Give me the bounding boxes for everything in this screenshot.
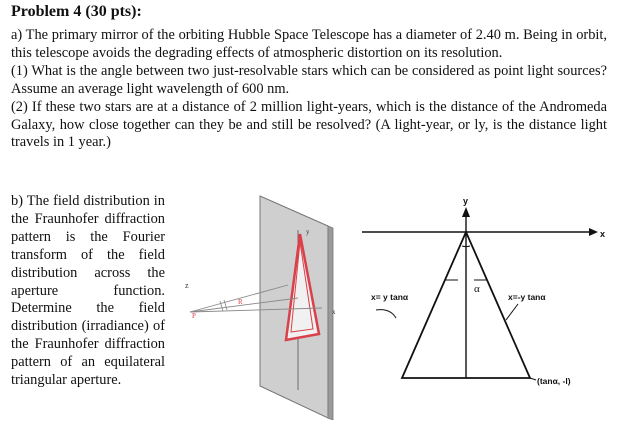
diffraction-figures: z P R y x α y x x= y tanα x=-y tanα (tan… xyxy=(185,195,605,420)
screen-edge xyxy=(327,225,334,420)
ray-r xyxy=(189,297,299,313)
part-a-question-1: (1) What is the angle between two just-r… xyxy=(11,62,607,97)
vertex-pointer xyxy=(529,377,537,381)
x-axis-arrow xyxy=(589,228,598,236)
aperture-screen-figure: z P R y x xyxy=(185,195,336,420)
label-p: P xyxy=(192,312,196,320)
left-edge-pointer xyxy=(375,309,397,319)
part-a: a) The primary mirror of the orbiting Hu… xyxy=(11,27,607,152)
right-edge-pointer xyxy=(505,303,519,321)
incident-ray xyxy=(189,284,289,313)
label-right-edge: x=-y tanα xyxy=(508,292,546,302)
part-b-text: b) The field distribution in the Fraunho… xyxy=(11,193,165,389)
aperture-inner-edge xyxy=(290,241,314,333)
equilateral-triangle xyxy=(400,229,532,379)
label-x-screen: x xyxy=(332,308,336,316)
ray-tick-2 xyxy=(223,299,228,311)
label-alpha: α xyxy=(474,283,480,295)
label-vertex: (tanα, -l) xyxy=(537,376,571,386)
alpha-arc xyxy=(461,245,471,248)
label-x-axis: x xyxy=(600,229,605,239)
label-r: R xyxy=(238,298,243,306)
triangle-axes-figure: α y x x= y tanα x=-y tanα (tanα, -l) xyxy=(362,196,605,386)
part-a-intro: a) The primary mirror of the orbiting Hu… xyxy=(11,27,607,61)
part-a-question-2: (2) If these two stars are at a distance… xyxy=(11,98,607,151)
ray-lower xyxy=(189,307,323,313)
label-z-axis: z xyxy=(185,281,189,290)
label-y-screen: y xyxy=(306,228,310,236)
ray-tick-1 xyxy=(219,300,224,312)
label-left-edge: x= y tanα xyxy=(371,292,409,302)
label-y-axis: y xyxy=(463,196,468,206)
y-axis-arrow xyxy=(462,207,470,217)
problem-title: Problem 4 (30 pts): xyxy=(11,3,142,20)
